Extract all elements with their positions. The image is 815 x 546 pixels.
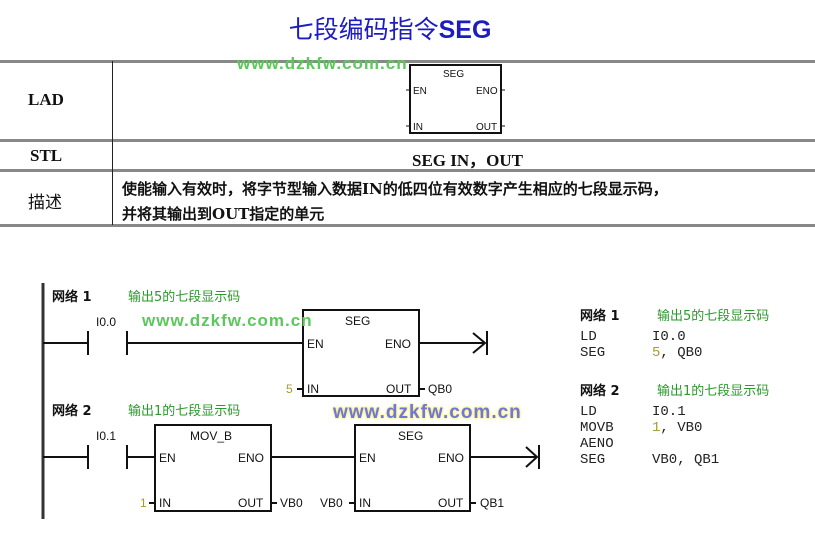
contact-label: I0.1 (96, 429, 116, 443)
stl-syntax: SEG IN，OUT (412, 151, 523, 170)
title-en: SEG (438, 16, 492, 44)
pin-eno: ENO (238, 451, 264, 465)
stl-op: MOVB (580, 420, 614, 436)
pin-out: OUT (438, 496, 464, 510)
stl-op: SEG (580, 452, 606, 468)
watermark: www.dzkfw.com.cn (333, 402, 522, 423)
divider (112, 61, 113, 225)
divider (0, 224, 815, 227)
description-line2: 并将其输出到OUT指定的单元 (122, 205, 325, 223)
network1-comment: 输出5的七段显示码 (128, 290, 241, 305)
title-cn: 七段编码指令 (288, 15, 439, 44)
stl-operand: I0.0 (652, 329, 686, 345)
row-label-lad: LAD (28, 90, 64, 109)
box-title: SEG (398, 429, 423, 443)
stl-operand: I0.1 (652, 404, 686, 420)
pin-eno: ENO (476, 86, 498, 97)
stl-network2-code: LD I0.1 MOVB 1, VB0 AENO SEG VB0, QB1 (580, 404, 719, 468)
pin-in: IN (159, 496, 171, 510)
network2-label: 网络 2 (52, 404, 92, 419)
stl-network2-label: 网络 2 (580, 384, 620, 399)
divider (0, 169, 815, 172)
pin-en: EN (359, 451, 376, 465)
row-label-desc: 描述 (28, 193, 62, 213)
in-value: 1 (140, 496, 147, 510)
stl-op: SEG (580, 345, 606, 361)
description-line1: 使能输入有效时，将字节型输入数据IN的低四位有效数字产生相应的七段显示码， (122, 180, 668, 198)
out-value: QB0 (428, 382, 452, 396)
pin-out: OUT (386, 382, 412, 396)
network1-label: 网络 1 (52, 290, 92, 305)
stl-network1-comment: 输出5的七段显示码 (657, 309, 770, 324)
box-title: SEG (345, 314, 370, 328)
pin-en: EN (413, 86, 427, 97)
in-value: 5 (286, 382, 293, 396)
divider (0, 139, 815, 142)
pin-in: IN (359, 496, 371, 510)
pin-en: EN (159, 451, 176, 465)
divider (0, 60, 815, 63)
stl-op: LD (580, 404, 597, 420)
stl-operand: 5 (652, 345, 661, 361)
page-title: 七段编码指令SEG (0, 10, 780, 46)
out-value: QB1 (480, 496, 504, 510)
pin-in: IN (307, 382, 319, 396)
stl-op: AENO (580, 436, 614, 452)
pin-out: OUT (238, 496, 264, 510)
stl-op: LD (580, 329, 597, 345)
stl-operand: , VB0 (660, 420, 703, 436)
stl-network1-label: 网络 1 (580, 309, 620, 324)
stl-operand: 1 (652, 420, 661, 436)
in-value: VB0 (320, 496, 343, 510)
box-title: SEG (443, 69, 464, 80)
network1-rung (43, 309, 488, 397)
pin-en: EN (307, 337, 324, 351)
pin-eno: ENO (438, 451, 464, 465)
watermark: www.dzkfw.com.cn (142, 311, 313, 330)
stl-operand: , QB0 (660, 345, 703, 361)
pin-in: IN (413, 122, 423, 133)
pin-out: OUT (476, 122, 497, 133)
pin-eno: ENO (385, 337, 411, 351)
lad-seg-box (406, 64, 505, 134)
watermark: www.dzkfw.com.cn (237, 54, 408, 73)
stl-network2-comment: 输出1的七段显示码 (657, 384, 770, 399)
stl-network1-code: LD I0.0 SEG 5, QB0 (580, 329, 702, 361)
row-label-stl: STL (30, 146, 63, 165)
box-title: MOV_B (190, 429, 232, 443)
network2-rung (43, 424, 540, 512)
contact-label: I0.0 (96, 315, 116, 329)
network2-comment: 输出1的七段显示码 (128, 404, 241, 419)
out-value: VB0 (280, 496, 303, 510)
stl-operand: VB0, QB1 (652, 452, 720, 468)
